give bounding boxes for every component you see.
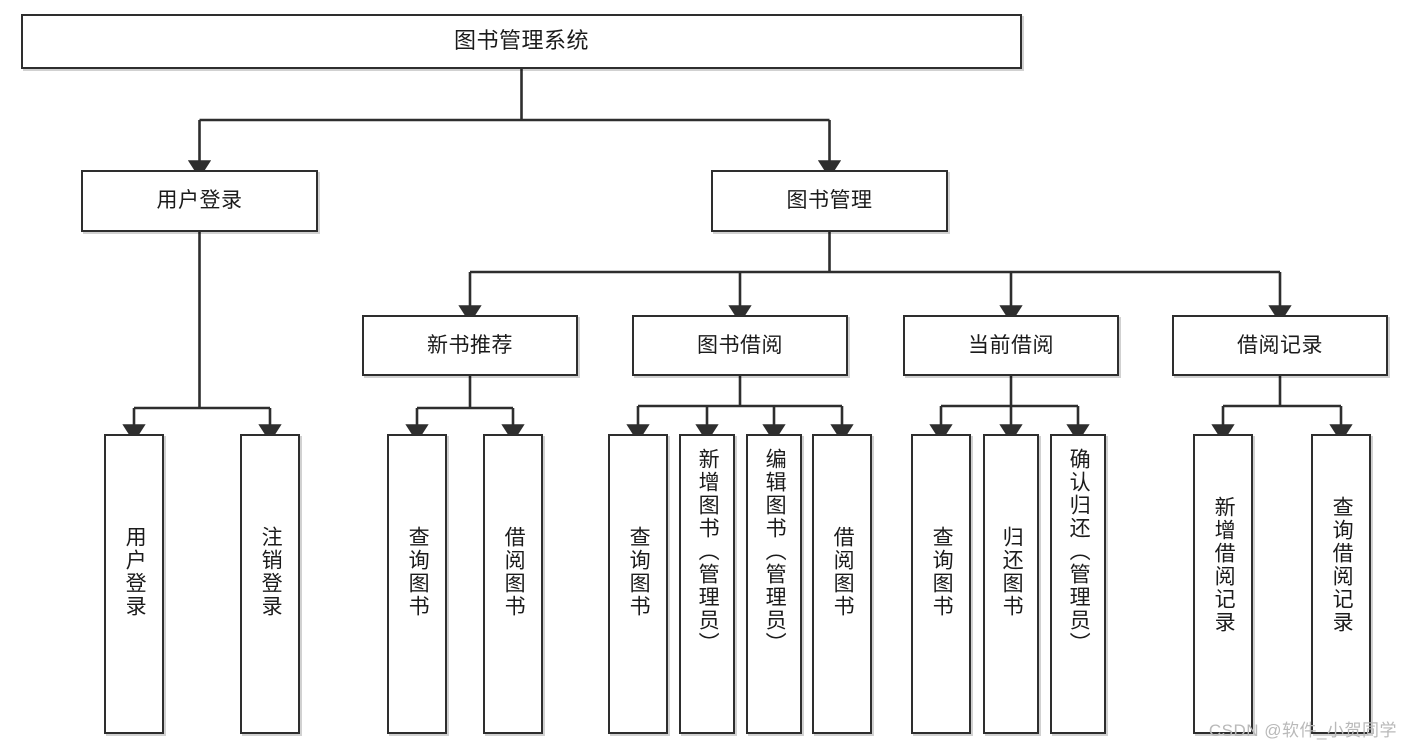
node-borrow-record[interactable]: 借阅记录 (1172, 315, 1388, 376)
node-leaf-borrow-book-1[interactable]: 借阅图书 (483, 434, 543, 734)
node-book-manage[interactable]: 图书管理 (711, 170, 948, 232)
node-label: 用户登录 (156, 189, 243, 213)
node-label: 查询图书 (627, 526, 651, 618)
node-label: 注销登录 (259, 526, 283, 618)
node-leaf-borrow-book-2[interactable]: 借阅图书 (812, 434, 872, 734)
node-leaf-logout[interactable]: 注销登录 (240, 434, 300, 734)
node-leaf-query-book-3[interactable]: 查询图书 (911, 434, 971, 734)
node-label: 借阅图书 (502, 526, 526, 618)
node-label: 编辑图书（管理员） (763, 448, 787, 655)
node-label: 查询图书 (930, 526, 954, 618)
node-label: 确认归还（管理员） (1067, 448, 1091, 655)
node-leaf-add-record[interactable]: 新增借阅记录 (1193, 434, 1253, 734)
node-user-login[interactable]: 用户登录 (81, 170, 318, 232)
node-label: 借阅记录 (1237, 333, 1323, 357)
node-leaf-query-record[interactable]: 查询借阅记录 (1311, 434, 1371, 734)
node-label: 图书借阅 (697, 333, 783, 357)
node-label: 图书管理系统 (453, 28, 589, 54)
node-label: 查询图书 (406, 526, 430, 618)
node-current-borrow[interactable]: 当前借阅 (903, 315, 1119, 376)
node-leaf-edit-book[interactable]: 编辑图书（管理员） (746, 434, 802, 734)
node-label: 归还图书 (1000, 526, 1024, 618)
node-new-book-rec[interactable]: 新书推荐 (362, 315, 578, 376)
node-label: 查询借阅记录 (1330, 496, 1354, 634)
node-book-borrow[interactable]: 图书借阅 (632, 315, 848, 376)
node-label: 当前借阅 (968, 333, 1054, 357)
node-leaf-user-login[interactable]: 用户登录 (104, 434, 164, 734)
node-label: 新增借阅记录 (1212, 496, 1236, 634)
node-label: 图书管理 (786, 189, 873, 213)
node-leaf-query-book-1[interactable]: 查询图书 (387, 434, 447, 734)
node-label: 借阅图书 (831, 526, 855, 618)
node-label: 用户登录 (123, 526, 147, 618)
node-leaf-return-book[interactable]: 归还图书 (983, 434, 1039, 734)
node-root[interactable]: 图书管理系统 (21, 14, 1022, 69)
node-label: 新增图书（管理员） (696, 448, 720, 655)
watermark-text: CSDN @软件_小贺同学 (1208, 721, 1397, 740)
node-leaf-confirm-return[interactable]: 确认归还（管理员） (1050, 434, 1106, 734)
node-label: 新书推荐 (427, 333, 513, 357)
node-leaf-add-book[interactable]: 新增图书（管理员） (679, 434, 735, 734)
node-leaf-query-book-2[interactable]: 查询图书 (608, 434, 668, 734)
